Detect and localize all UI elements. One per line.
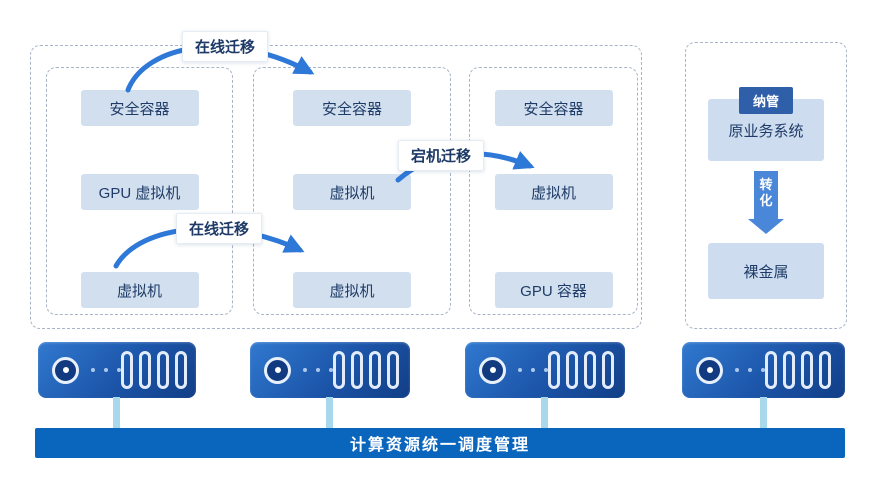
server-led-icon — [696, 356, 723, 384]
secure-container-box: 安全容器 — [293, 90, 411, 126]
virtualization-cluster: 安全容器 GPU 虚拟机 虚拟机 安全容器 虚拟机 虚拟机 安全容器 虚拟机 G… — [30, 45, 642, 329]
online-migration-top-label: 在线迁移 — [182, 31, 269, 62]
server-vents-icon — [121, 351, 187, 389]
managed-badge: 纳管 — [738, 87, 794, 114]
server-connector-line — [541, 397, 548, 431]
server-icon — [682, 342, 845, 398]
host-group-3: 安全容器 虚拟机 GPU 容器 — [469, 67, 638, 315]
downtime-migration-label: 宕机迁移 — [398, 140, 485, 171]
server-icon — [465, 342, 625, 398]
transform-arrow-label: 转化 — [754, 171, 778, 219]
server-dots-icon — [518, 368, 548, 372]
server-connector-line — [326, 397, 333, 431]
server-vents-icon — [333, 351, 399, 389]
server-dots-icon — [735, 368, 765, 372]
vm-box: 虚拟机 — [293, 272, 411, 308]
server-connector-line — [760, 397, 767, 431]
gpu-container-box: GPU 容器 — [494, 272, 613, 308]
secure-container-box: 安全容器 — [494, 90, 613, 126]
vm-box: 虚拟机 — [80, 272, 199, 308]
secure-container-box: 安全容器 — [80, 90, 199, 126]
server-dots-icon — [303, 368, 333, 372]
server-icon — [38, 342, 196, 398]
online-migration-bottom-label: 在线迁移 — [176, 213, 263, 244]
bare-metal-box: 裸金属 — [708, 243, 824, 299]
server-dots-icon — [91, 368, 121, 372]
server-vents-icon — [548, 351, 614, 389]
transform-arrow-head-icon — [748, 219, 784, 234]
server-vents-icon — [765, 351, 831, 389]
onboarding-cluster: 纳管 原业务系统 转化 裸金属 — [685, 42, 847, 329]
server-icon — [250, 342, 410, 398]
server-led-icon — [264, 356, 291, 384]
vm-box: 虚拟机 — [494, 174, 613, 210]
unified-scheduling-bar: 计算资源统一调度管理 — [35, 428, 845, 458]
server-led-icon — [479, 356, 506, 384]
host-group-2: 安全容器 虚拟机 虚拟机 — [253, 67, 451, 315]
server-led-icon — [52, 356, 79, 384]
host-group-1: 安全容器 GPU 虚拟机 虚拟机 — [46, 67, 233, 315]
vm-box: 虚拟机 — [293, 174, 411, 210]
server-connector-line — [113, 397, 120, 431]
gpu-vm-box: GPU 虚拟机 — [80, 174, 199, 210]
